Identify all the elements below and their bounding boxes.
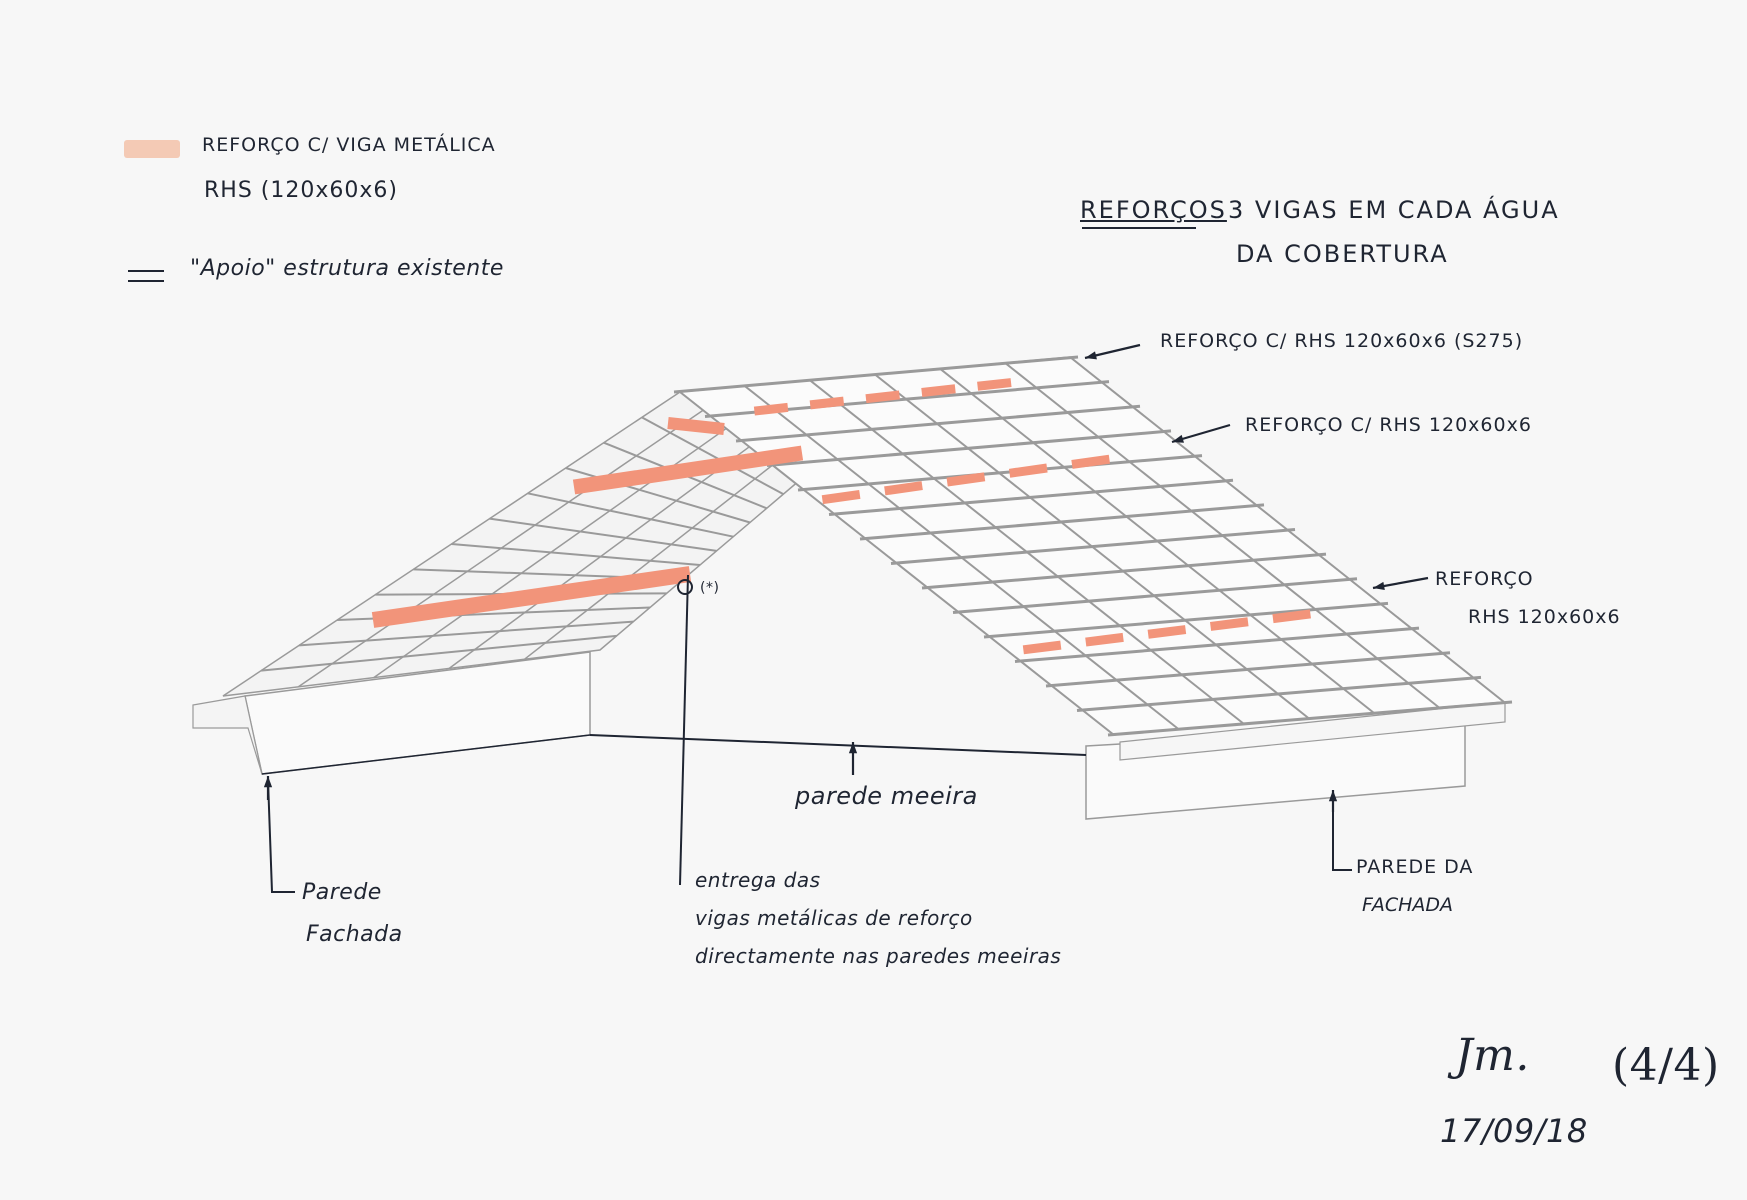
label-facade-right-1: PAREDE DA xyxy=(1356,856,1474,878)
arrow-facade-left-head xyxy=(263,776,273,788)
left-slope-purlin xyxy=(527,492,734,538)
legend-beam-label: REFORÇO C/ VIGA METÁLICA xyxy=(202,134,496,156)
right-slope-rafter xyxy=(874,373,1310,720)
label-party-wall: parede meeira xyxy=(795,782,978,810)
arrow-beam-top-head xyxy=(1085,351,1097,360)
left-slope-purlin xyxy=(489,517,717,552)
arrow-facade-right-head xyxy=(1328,790,1338,802)
sheet-number: (4/4) xyxy=(1612,1040,1720,1091)
leader-facade-left xyxy=(267,779,295,893)
support-point-marker xyxy=(677,579,693,595)
left-slope-purlin xyxy=(451,543,701,566)
reinforcement-beam-right-3 xyxy=(1085,632,1124,647)
callout-beam-low-2: RHS 120x60x6 xyxy=(1468,606,1621,628)
reinforcement-beam-left-2 xyxy=(572,445,804,495)
reinforcement-beam-right-1 xyxy=(977,378,1012,391)
right-slope-rafter xyxy=(809,379,1245,725)
left-wall-base-line xyxy=(261,734,591,775)
right-slope-purlin xyxy=(1107,700,1513,737)
left-slope-purlin xyxy=(641,416,784,496)
reinforcement-beam-left-1 xyxy=(371,566,692,628)
party-wall-line xyxy=(589,734,1087,756)
reinforcement-beam-right-2 xyxy=(821,489,861,505)
reinforcement-beam-right-1 xyxy=(809,396,845,410)
support-note-2: vigas metálicas de reforço xyxy=(695,906,973,930)
title-line2: DA COBERTURA xyxy=(1236,240,1449,268)
leader-facade-right xyxy=(1332,795,1352,871)
left-slope-purlin xyxy=(260,634,617,672)
callout-beam-low-1: REFORÇO xyxy=(1435,568,1534,590)
reinforcement-beam-right-1 xyxy=(865,390,900,404)
support-note-1: entrega das xyxy=(695,868,821,892)
legend-beam-swatch xyxy=(124,140,180,158)
reinforcement-beam-right-3 xyxy=(1210,617,1249,631)
right-slope-rafter xyxy=(744,385,1180,731)
reinforcement-beam-right-1 xyxy=(753,402,789,416)
right-eave-board xyxy=(1119,701,1506,761)
left-slope-rafter xyxy=(524,461,777,660)
reinforcement-beam-right-2 xyxy=(946,472,986,487)
reinforcement-beam-right-2 xyxy=(1008,463,1048,478)
legend-beam-size: RHS (120x60x6) xyxy=(204,178,398,203)
left-slope-rafter xyxy=(297,408,705,688)
left-wall-end xyxy=(192,695,263,775)
arrow-beam-low-head xyxy=(1373,581,1385,591)
arrow-beam-mid-head xyxy=(1172,434,1184,443)
support-note-marker: (*) xyxy=(700,580,720,596)
label-facade-right-2: FACHADA xyxy=(1362,894,1453,916)
arrow-party-wall-head xyxy=(848,742,858,754)
signature: Jm. xyxy=(1455,1030,1530,1081)
reinforcement-beam-left-3 xyxy=(667,417,725,435)
right-slope-rafter xyxy=(1069,356,1505,703)
support-note-3: directamente nas paredes meeiras xyxy=(695,944,1062,968)
legend-support-label: "Apoio" estrutura existente xyxy=(190,256,504,281)
left-slope-rafter xyxy=(448,444,753,670)
label-facade-left-2: Fachada xyxy=(306,922,403,947)
label-facade-left-1: Parede xyxy=(302,880,382,905)
leader-support-note xyxy=(679,574,689,886)
reinforcement-beam-right-2 xyxy=(884,481,923,496)
reinforcement-beam-right-3 xyxy=(1022,640,1062,655)
reinforcement-beam-right-2 xyxy=(1071,454,1111,469)
reinforcement-beam-right-3 xyxy=(1147,625,1187,639)
title-line1: 3 VIGAS EM CADA ÁGUA xyxy=(1228,196,1560,224)
right-slope-rafter xyxy=(1004,362,1440,709)
right-slope-rafter xyxy=(939,367,1375,714)
callout-beam-top: REFORÇO C/ RHS 120x60x6 (S275) xyxy=(1160,330,1524,352)
reinforcement-beam-right-3 xyxy=(1272,609,1311,624)
callout-beam-mid: REFORÇO C/ RHS 120x60x6 xyxy=(1245,414,1532,436)
drawing-date: 17/09/18 xyxy=(1440,1112,1588,1150)
reinforcement-beam-right-1 xyxy=(921,384,956,397)
right-slope-rafter xyxy=(679,391,1115,736)
left-slope-purlin xyxy=(299,620,634,647)
support-arrow-icon xyxy=(128,270,164,282)
title-underlined: REFORÇOS xyxy=(1080,196,1227,224)
